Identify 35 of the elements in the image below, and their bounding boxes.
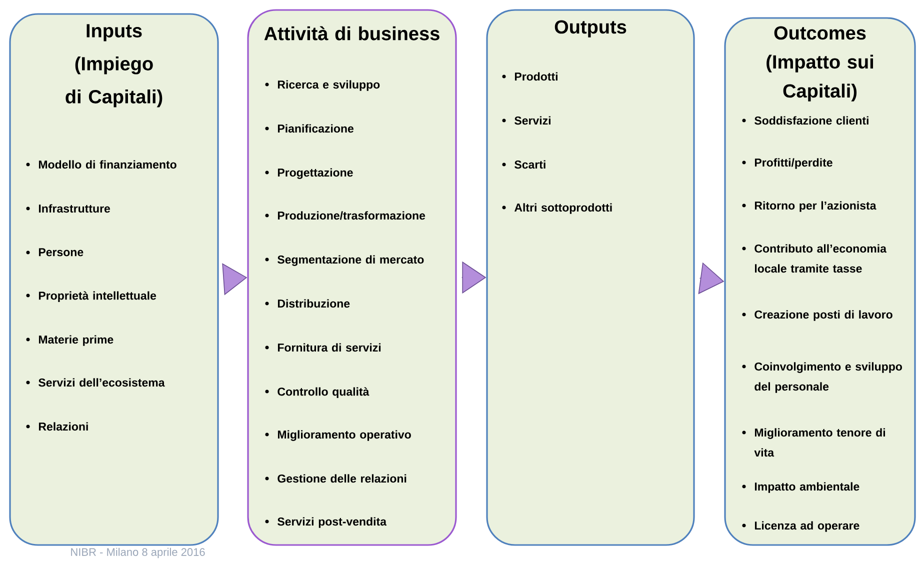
bullet-item: Servizi dell’ecosistema [26,378,165,387]
column-heading: Outcomes (Impatto sui Capitali) [766,26,874,102]
bullet-item: Impatto ambientale [742,482,860,493]
bullet-item: Prodotti [502,72,558,81]
bullet-item: Servizi [502,116,550,125]
bullet-item: Licenza ad operare [742,521,860,532]
bullet-item: Fornitura di servizi [265,343,381,352]
bullet-item: Ritorno per l’azionista [742,201,876,212]
bullet-item: Modello di finanziamento [26,160,176,169]
column-heading: Outputs [554,20,626,38]
bullet-item: Ricerca e sviluppo [265,80,380,91]
column-heading: Attività di business [264,26,440,40]
bullet-item: Segmentazione di mercato [265,255,424,266]
bullet-item: Scarti [502,160,546,169]
bullet-item: Coinvolgimento e sviluppo del personale [742,362,902,393]
bullet-item: Miglioramento operativo [265,430,411,441]
bullet-item: Produzione/trasformazione [265,211,426,220]
column-heading: Inputs (Impiego di Capitali) [66,24,162,108]
bullet-item: Progettazione [265,168,353,179]
bullet-item: Gestione delle relazioni [265,474,406,483]
bullet-item: Profitti/perdite [742,158,832,169]
bullet-item: Altri sottoprodotti [502,203,612,214]
bullet-item: Persone [26,248,84,256]
bullet-item: Proprietà intellettuale [26,291,156,302]
bullet-item: Soddisfazione clienti [742,116,868,125]
bullet-item: Creazione posti di lavoro [742,310,892,321]
bullet-item: Controllo qualità [265,387,370,398]
bullet-item: Infrastrutture [26,204,110,213]
bullet-item: Distribuzione [265,299,350,308]
bullet-item: Servizi post-vendita [265,517,387,528]
bullet-item: Relazioni [26,422,88,431]
bullet-item: Miglioramento tenore di vita [742,428,885,457]
bullet-item: Pianificazione [265,124,354,133]
bullet-item: Materie prime [26,335,114,346]
bullet-item: Contributo all’economia locale tramite tasse [742,244,887,273]
